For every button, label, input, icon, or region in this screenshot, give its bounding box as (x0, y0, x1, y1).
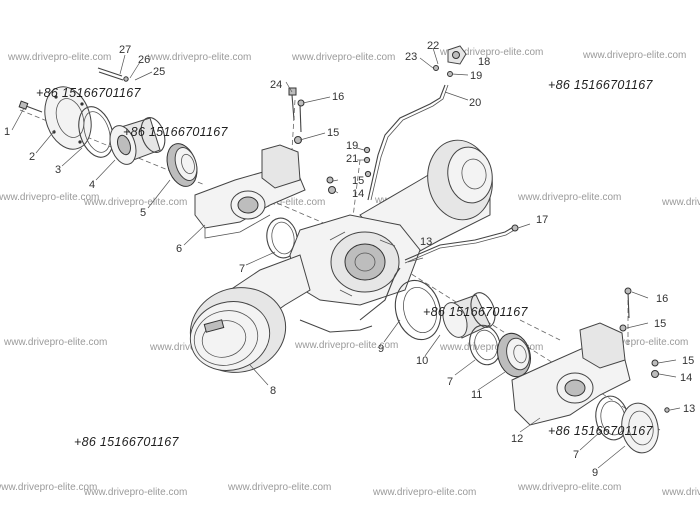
watermark: www.drivepro-elite.com (83, 197, 187, 208)
part-number: 25 (153, 66, 165, 78)
brake-hose (359, 224, 519, 321)
bolt (18, 100, 43, 113)
phone-number: +86 15166701167 (36, 86, 141, 100)
bearing (497, 332, 531, 378)
watermark: www.drivepro-elite.com (372, 487, 476, 498)
part-number: 17 (536, 214, 548, 226)
watermark: www.drivepro-elite.com (147, 52, 251, 63)
part-number: 16 (656, 293, 668, 305)
phone-number: +86 15166701167 (423, 305, 528, 319)
part-number: 15 (327, 127, 339, 139)
part-number: 9 (592, 467, 598, 479)
watermark: www.drivepro-elite.com (439, 342, 543, 353)
axle-housing (189, 139, 493, 373)
part-number: 2 (29, 151, 35, 163)
watermark: www.drivepro-elite.com (661, 487, 700, 498)
part-number: 13 (420, 236, 432, 248)
watermark: www.drivepro-elite.com (439, 47, 543, 58)
watermark: www.drivepro-elite.com (83, 487, 187, 498)
part-number: 14 (680, 372, 692, 384)
watermark: www.drivepro-elite.com (7, 52, 111, 63)
part-number: 6 (176, 243, 182, 255)
left-hub-assembly (18, 67, 198, 187)
part-number: 1 (4, 126, 10, 138)
part-number: 18 (478, 56, 490, 68)
part-number: 27 (119, 44, 131, 56)
part-number: 26 (138, 54, 150, 66)
wheel-end (189, 287, 287, 373)
o-ring (266, 217, 298, 259)
part-number: 19 (346, 140, 358, 152)
right-hub-assembly (394, 279, 670, 454)
watermark: www.drivepro-elite.com (517, 192, 621, 203)
part-number: 8 (270, 385, 276, 397)
part-number: 4 (89, 179, 95, 191)
watermark: www.drivepro-elite.com (227, 482, 331, 493)
phone-overlays: +86 15166701167 +86 15166701167 +86 1516… (36, 78, 653, 449)
watermark: www.drivepro-elite.com (0, 192, 99, 203)
watermark: www.drivepro-elite.com (517, 482, 621, 493)
part-number: 19 (470, 70, 482, 82)
part-number: 16 (332, 91, 344, 103)
bushing (442, 292, 496, 339)
part-number: 21 (346, 153, 358, 165)
part-number: 23 (405, 51, 417, 63)
part-numbers: 1 2 3 4 5 6 7 8 9 10 7 11 12 7 9 13 13 1… (4, 40, 695, 479)
plate-9 (621, 402, 659, 454)
upper-left-fasteners (288, 87, 336, 194)
watermark: www.drivepro-elite.com (291, 52, 395, 63)
right-support-bracket (511, 322, 631, 426)
part-number: 20 (469, 97, 481, 109)
watermark: www.drivepro-elite.com (3, 337, 107, 348)
part-number: 7 (573, 449, 579, 461)
part-number: 12 (511, 433, 523, 445)
watermark: www.drivepro-elite.com (661, 197, 700, 208)
long-bolt (97, 67, 129, 82)
phone-number: +86 15166701167 (548, 424, 653, 438)
watermark: www.drivepro-elite.com (582, 50, 686, 61)
leader-lines (11, 47, 681, 469)
brake-pipe (363, 84, 449, 201)
part-number: 3 (55, 164, 61, 176)
gasket-ring (78, 106, 114, 158)
watermark: www.drivepro-elite.com (0, 482, 97, 493)
part-number: 24 (270, 79, 282, 91)
phone-number: +86 15166701167 (548, 78, 653, 92)
left-support-bracket (194, 144, 306, 239)
phone-number: +86 15166701167 (74, 435, 179, 449)
part-number: 15 (352, 175, 364, 187)
part-number: 7 (447, 376, 453, 388)
part-number: 7 (239, 263, 245, 275)
part-number: 10 (416, 355, 428, 367)
watermark: www.drivepro-elite.com (294, 340, 398, 351)
part-number: 13 (683, 403, 695, 415)
part-number: 15 (682, 355, 694, 367)
part-number: 15 (654, 318, 666, 330)
plate-9 (394, 279, 442, 341)
bearing (166, 143, 198, 187)
watermark: www.drivepro-elite.com (584, 337, 688, 348)
brake-valve (433, 45, 467, 77)
part-number: 14 (352, 188, 364, 200)
phone-number: +86 15166701167 (123, 125, 228, 139)
part-number: 5 (140, 207, 146, 219)
wheel-hub (109, 116, 166, 165)
part-number: 9 (378, 343, 384, 355)
part-number: 22 (427, 40, 439, 52)
part-number: 11 (471, 389, 482, 401)
